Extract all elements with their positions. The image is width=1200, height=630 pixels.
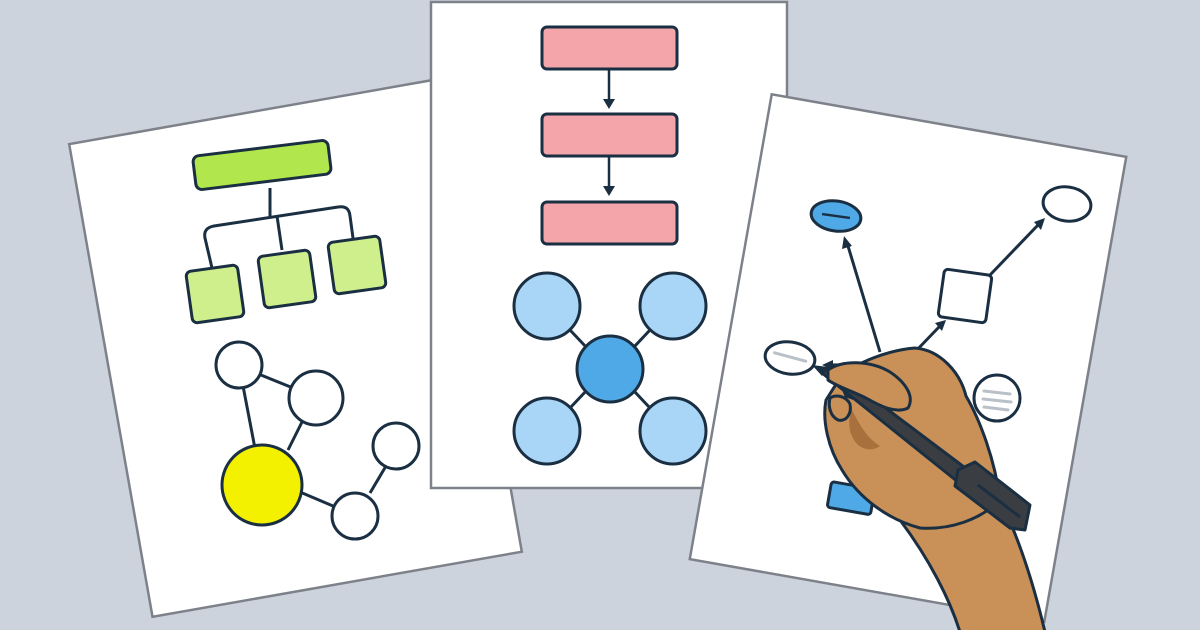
hub-satellite-bottom-left	[512, 396, 582, 466]
mind-map-arrowhead-1	[842, 236, 852, 249]
network-node-bottom	[330, 491, 380, 541]
mind-map-blue-node	[809, 199, 863, 233]
hub-satellite-bottom-right	[638, 396, 708, 466]
flow-step-2	[540, 112, 679, 158]
network-node-top	[214, 340, 264, 390]
flow-arrow-2	[603, 156, 615, 196]
org-child-node-1	[184, 263, 246, 325]
hub-center-node	[575, 334, 645, 404]
flow-step-1	[540, 25, 679, 71]
org-chart	[184, 139, 388, 325]
mind-map-empty-node	[1041, 185, 1093, 223]
org-child-node-2	[256, 248, 318, 310]
drawing-hand	[812, 346, 1047, 630]
flow-arrow-1	[603, 69, 615, 109]
pen-clip	[977, 483, 1021, 519]
hub-spokes	[568, 328, 652, 410]
mind-map-left-node	[763, 340, 817, 376]
network-node-upper-right	[287, 369, 345, 427]
finger-curl	[827, 394, 852, 422]
flow-step-3	[540, 200, 679, 246]
org-child-node-3	[326, 234, 388, 296]
pen-tip	[812, 365, 828, 376]
mind-map-right-node	[972, 373, 1022, 423]
finger-shadow	[849, 410, 880, 450]
network-node-right	[371, 421, 421, 471]
org-connectors	[203, 188, 355, 269]
mind-map-arrowhead-2	[935, 320, 946, 331]
org-header-node	[191, 139, 333, 191]
mind-map-arrowhead-3	[1034, 218, 1045, 230]
hub-and-spoke	[512, 271, 708, 466]
hub-satellite-top-right	[638, 271, 708, 341]
mind-map-square-node	[936, 267, 994, 325]
hub-satellite-top-left	[512, 271, 582, 341]
network-graph	[214, 340, 421, 541]
flowchart	[540, 25, 679, 246]
index-finger	[826, 361, 912, 412]
network-focus-node	[220, 443, 304, 527]
